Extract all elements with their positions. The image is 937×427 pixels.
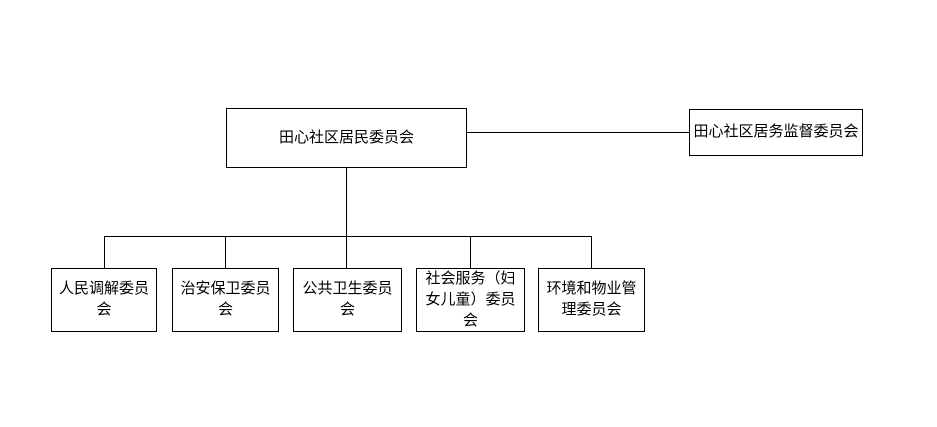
node-environment-property-committee: 环境和物业管理委员会 xyxy=(538,268,645,332)
connector-drop-2 xyxy=(225,236,226,268)
connector-root-stem xyxy=(346,168,347,236)
node-residents-committee: 田心社区居民委员会 xyxy=(226,108,467,168)
node-public-health-committee: 公共卫生委员会 xyxy=(293,268,402,332)
node-public-security-committee: 治安保卫委员会 xyxy=(172,268,279,332)
node-people-mediation-committee-label: 人民调解委员会 xyxy=(58,281,149,318)
node-public-health-committee-label: 公共卫生委员会 xyxy=(302,281,393,318)
connector-drop-4 xyxy=(470,236,471,268)
node-social-services-committee-label: 社会服务（妇女儿童）委员会 xyxy=(425,270,516,329)
node-social-services-committee: 社会服务（妇女儿童）委员会 xyxy=(416,268,525,332)
node-environment-property-committee-label: 环境和物业管理委员会 xyxy=(546,281,637,318)
node-people-mediation-committee: 人民调解委员会 xyxy=(51,268,157,332)
connector-root-supervisor xyxy=(467,132,689,133)
connector-distribution xyxy=(104,236,592,237)
connector-drop-1 xyxy=(104,236,105,268)
connector-drop-5 xyxy=(591,236,592,268)
node-residents-committee-label: 田心社区居民委员会 xyxy=(278,129,414,146)
node-public-security-committee-label: 治安保卫委员会 xyxy=(180,281,271,318)
node-supervision-committee: 田心社区居务监督委员会 xyxy=(689,109,863,156)
node-supervision-committee-label: 田心社区居务监督委员会 xyxy=(693,124,859,140)
connector-drop-3 xyxy=(346,236,347,268)
